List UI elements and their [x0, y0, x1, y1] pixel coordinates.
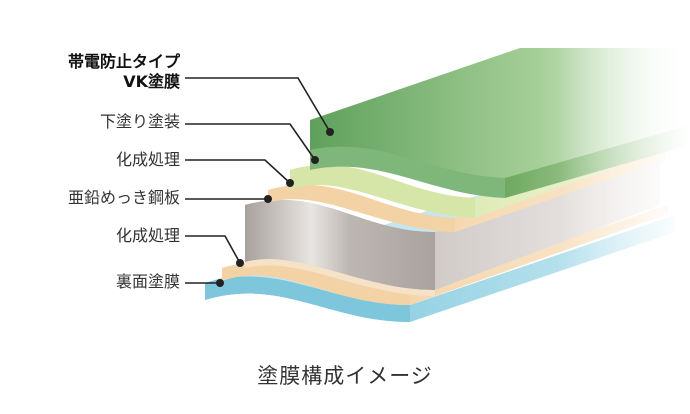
diagram-caption: 塗膜構成イメージ	[257, 364, 433, 388]
chem-treat-lower-layer	[222, 205, 668, 305]
chem-treat-upper-layer	[268, 148, 665, 232]
leader-dots	[216, 128, 334, 287]
label-steel-sheet: 亜鉛めっき鋼板	[67, 188, 180, 207]
leader-chem-upper	[185, 159, 291, 184]
label-back-coat: 裏面塗膜	[115, 272, 180, 291]
label-chem-treat-upper: 化成処理	[115, 150, 180, 169]
label-top-coat-line1: 帯電防止タイプ	[67, 52, 180, 71]
leader-primer	[185, 123, 316, 161]
label-chem-treat-lower: 化成処理	[115, 226, 180, 245]
leader-top-coat	[185, 77, 331, 133]
label-top-coat-line2: VK塗膜	[123, 72, 180, 91]
leader-chem-lower	[185, 235, 241, 264]
primer-layer	[290, 135, 668, 218]
leader-lines	[185, 77, 331, 284]
fade-overlay	[560, 40, 690, 300]
steel-sheet-layer	[245, 160, 660, 296]
label-primer: 下塗り塗装	[99, 112, 180, 131]
